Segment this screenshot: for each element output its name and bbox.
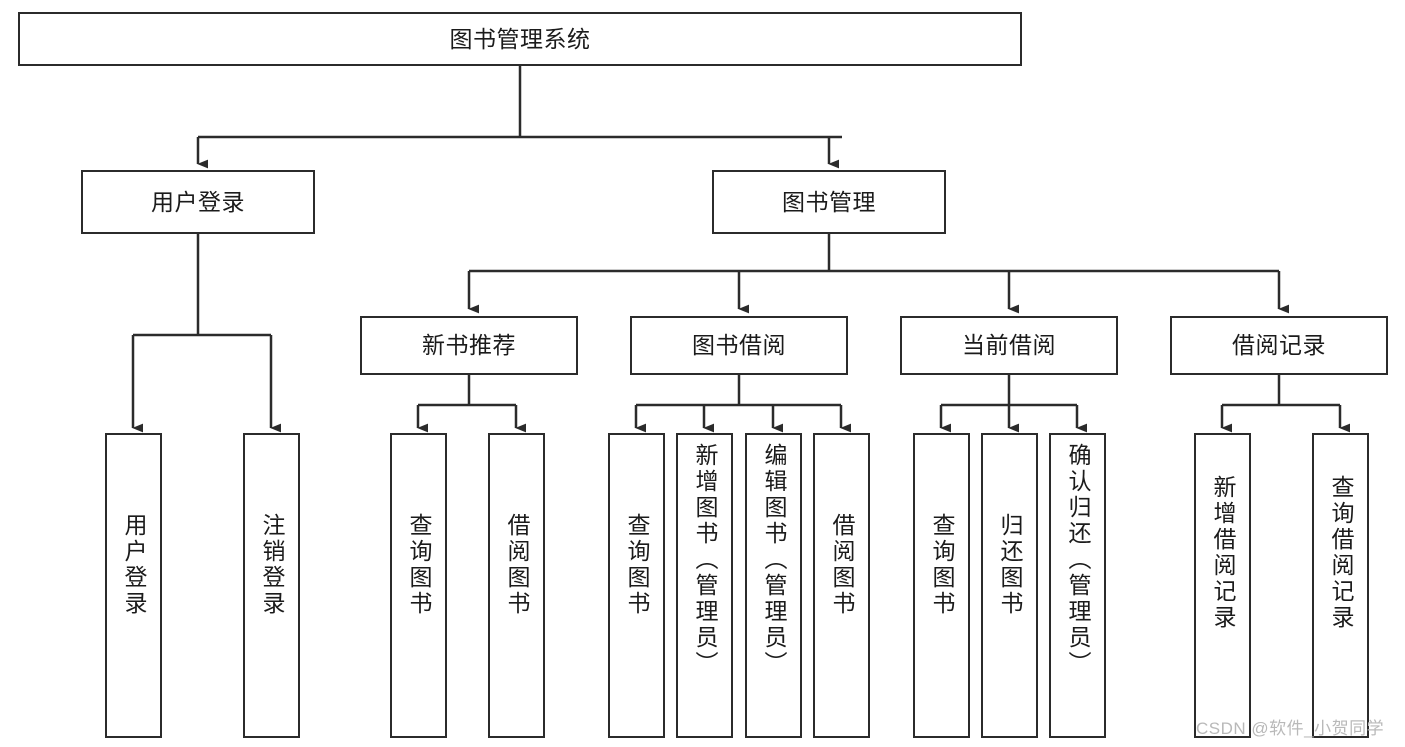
node-leaf-user-login-label: 用户登录 bbox=[121, 513, 147, 617]
node-leaf-query-book-3[interactable]: 查询图书 bbox=[913, 433, 970, 738]
node-current-borrow[interactable]: 当前借阅 bbox=[900, 316, 1118, 375]
node-book-manage-label: 图书管理 bbox=[782, 188, 876, 215]
node-leaf-borrow-book-2[interactable]: 借阅图书 bbox=[813, 433, 870, 738]
node-leaf-return-book[interactable]: 归还图书 bbox=[981, 433, 1038, 738]
node-leaf-borrow-book-1-label: 借阅图书 bbox=[504, 513, 530, 617]
node-borrow-record-label: 借阅记录 bbox=[1232, 332, 1326, 359]
node-leaf-add-record-label: 新增借阅记录 bbox=[1210, 475, 1236, 631]
node-leaf-query-record[interactable]: 查询借阅记录 bbox=[1312, 433, 1369, 738]
node-leaf-edit-book[interactable]: 编辑图书（管理员） bbox=[745, 433, 802, 738]
node-leaf-edit-book-label: 编辑图书（管理员） bbox=[761, 443, 787, 677]
node-leaf-query-book-2[interactable]: 查询图书 bbox=[608, 433, 665, 738]
node-leaf-query-book-1-label: 查询图书 bbox=[406, 513, 432, 617]
node-leaf-query-record-label: 查询借阅记录 bbox=[1328, 475, 1354, 631]
node-leaf-user-logout-label: 注销登录 bbox=[259, 513, 285, 617]
node-book-borrow-label: 图书借阅 bbox=[692, 332, 786, 359]
node-leaf-user-login[interactable]: 用户登录 bbox=[105, 433, 162, 738]
node-leaf-borrow-book-2-label: 借阅图书 bbox=[829, 513, 855, 617]
node-leaf-confirm-return-label: 确认归还（管理员） bbox=[1065, 443, 1091, 677]
node-current-borrow-label: 当前借阅 bbox=[962, 332, 1056, 359]
node-user-login-label: 用户登录 bbox=[151, 188, 245, 215]
node-leaf-return-book-label: 归还图书 bbox=[997, 513, 1023, 617]
node-root-label: 图书管理系统 bbox=[449, 25, 591, 52]
node-leaf-user-logout[interactable]: 注销登录 bbox=[243, 433, 300, 738]
node-leaf-confirm-return[interactable]: 确认归还（管理员） bbox=[1049, 433, 1106, 738]
node-root[interactable]: 图书管理系统 bbox=[18, 12, 1022, 66]
node-user-login[interactable]: 用户登录 bbox=[81, 170, 315, 234]
node-leaf-add-book[interactable]: 新增图书（管理员） bbox=[676, 433, 733, 738]
node-leaf-query-book-3-label: 查询图书 bbox=[929, 513, 955, 617]
node-book-borrow[interactable]: 图书借阅 bbox=[630, 316, 848, 375]
node-leaf-query-book-2-label: 查询图书 bbox=[624, 513, 650, 617]
node-leaf-add-book-label: 新增图书（管理员） bbox=[692, 443, 718, 677]
node-leaf-borrow-book-1[interactable]: 借阅图书 bbox=[488, 433, 545, 738]
csdn-watermark: CSDN @软件_小贺同学 bbox=[1196, 719, 1385, 738]
node-leaf-query-book-1[interactable]: 查询图书 bbox=[390, 433, 447, 738]
node-new-book-recommend[interactable]: 新书推荐 bbox=[360, 316, 578, 375]
node-borrow-record[interactable]: 借阅记录 bbox=[1170, 316, 1388, 375]
node-book-manage[interactable]: 图书管理 bbox=[712, 170, 946, 234]
node-new-book-recommend-label: 新书推荐 bbox=[422, 332, 516, 359]
node-leaf-add-record[interactable]: 新增借阅记录 bbox=[1194, 433, 1251, 738]
